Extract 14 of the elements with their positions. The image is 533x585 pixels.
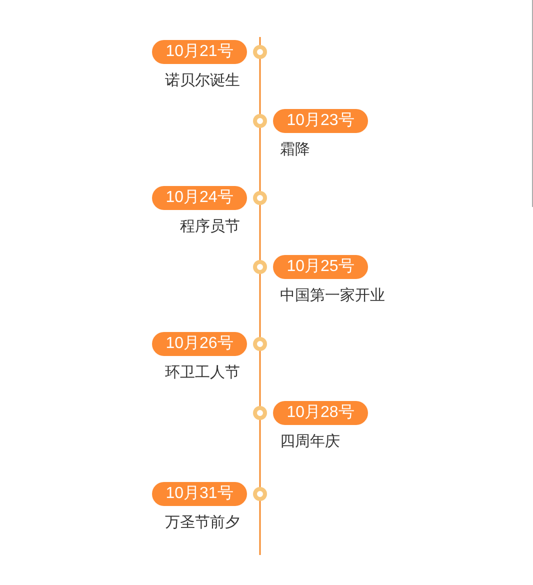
event-text: 环卫工人节: [165, 363, 240, 383]
date-badge: 10月25号: [273, 255, 368, 279]
event-text: 诺贝尔诞生: [165, 71, 240, 91]
event-text: 程序员节: [180, 217, 240, 237]
event-text: 霜降: [280, 140, 310, 160]
date-badge: 10月26号: [152, 332, 247, 356]
date-badge: 10月28号: [273, 401, 368, 425]
event-text: 四周年庆: [280, 432, 340, 452]
date-badge: 10月24号: [152, 186, 247, 210]
event-text: 中国第一家开业: [280, 286, 385, 306]
date-badge: 10月31号: [152, 482, 247, 506]
event-text: 万圣节前夕: [165, 513, 240, 533]
date-badge: 10月21号: [152, 40, 247, 64]
date-badge: 10月23号: [273, 109, 368, 133]
